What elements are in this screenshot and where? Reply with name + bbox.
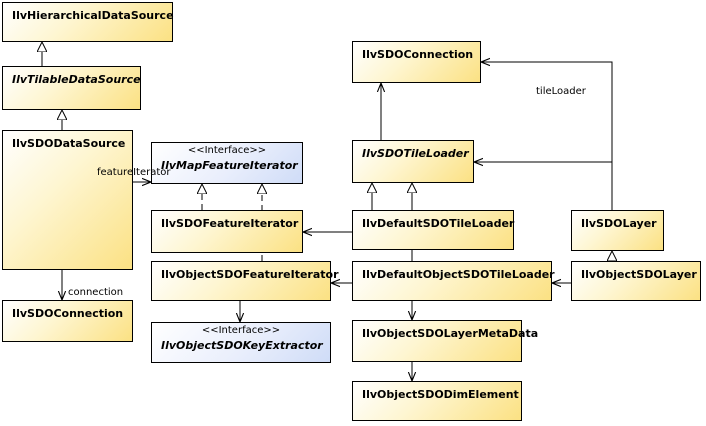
class-object-sdo-dim-element[interactable]: IlvObjectSDODimElement bbox=[352, 381, 522, 421]
interface-object-sdo-key-extractor[interactable]: <<Interface>> IlvObjectSDOKeyExtractor bbox=[151, 322, 331, 363]
class-sdo-connection-left[interactable]: IlvSDOConnection bbox=[2, 300, 133, 342]
class-default-sdo-tile-loader[interactable]: IlvDefaultSDOTileLoader bbox=[352, 210, 514, 250]
interface-map-feature-iterator[interactable]: <<Interface>> IlvMapFeatureIterator bbox=[151, 142, 303, 184]
assoc-layer-connection bbox=[481, 62, 613, 210]
class-name: IlvTilableDataSource bbox=[12, 73, 141, 86]
class-name: IlvSDOFeatureIterator bbox=[161, 217, 299, 230]
class-name: IlvSDOTileLoader bbox=[362, 147, 469, 160]
class-sdo-connection-top[interactable]: IlvSDOConnection bbox=[352, 41, 481, 83]
class-name: IlvDefaultObjectSDOTileLoader bbox=[362, 268, 555, 281]
class-sdo-tile-loader[interactable]: IlvSDOTileLoader bbox=[352, 140, 474, 183]
class-name: IlvSDOConnection bbox=[12, 307, 124, 320]
class-name: IlvSDOConnection bbox=[362, 48, 474, 61]
class-name: IlvObjectSDOFeatureIterator bbox=[161, 268, 339, 281]
class-name: IlvObjectSDOLayer bbox=[581, 268, 697, 281]
class-object-sdo-feature-iterator[interactable]: IlvObjectSDOFeatureIterator bbox=[151, 261, 339, 301]
class-name: IlvHierarchicalDataSource bbox=[12, 9, 174, 22]
class-name: IlvObjectSDOKeyExtractor bbox=[161, 339, 323, 352]
class-sdo-data-source[interactable]: IlvSDODataSource bbox=[2, 130, 133, 270]
class-name: IlvSDOLayer bbox=[581, 217, 657, 230]
class-name: IlvObjectSDOLayerMetaData bbox=[362, 327, 539, 340]
label-feature-iterator: featureIterator bbox=[97, 167, 171, 178]
class-sdo-feature-iterator[interactable]: IlvSDOFeatureIterator bbox=[151, 210, 303, 253]
class-hierarchical-data-source[interactable]: IlvHierarchicalDataSource bbox=[2, 2, 174, 42]
class-name: IlvObjectSDODimElement bbox=[362, 388, 519, 401]
label-tile-loader: tileLoader bbox=[536, 86, 586, 97]
stereotype-label: <<Interface>> bbox=[201, 325, 281, 336]
class-tilable-data-source[interactable]: IlvTilableDataSource bbox=[2, 66, 141, 110]
class-sdo-layer[interactable]: IlvSDOLayer bbox=[571, 210, 664, 251]
class-name: IlvMapFeatureIterator bbox=[161, 159, 298, 172]
class-object-sdo-layer[interactable]: IlvObjectSDOLayer bbox=[571, 261, 701, 301]
class-object-sdo-layer-metadata[interactable]: IlvObjectSDOLayerMetaData bbox=[352, 320, 538, 362]
class-name: IlvSDODataSource bbox=[12, 137, 126, 150]
stereotype-label: <<Interface>> bbox=[187, 145, 267, 156]
class-default-object-sdo-tile-loader[interactable]: IlvDefaultObjectSDOTileLoader bbox=[352, 261, 555, 301]
label-connection: connection bbox=[68, 287, 124, 298]
class-name: IlvDefaultSDOTileLoader bbox=[362, 217, 515, 230]
